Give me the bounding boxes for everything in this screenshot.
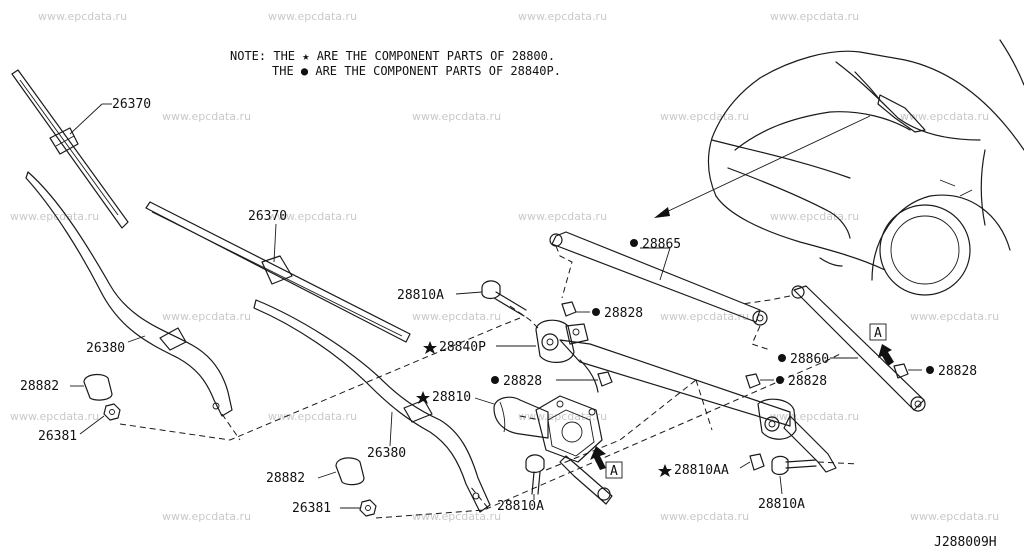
watermark-text: www.epcdata.ru	[770, 210, 859, 223]
watermark-text: www.epcdata.ru	[268, 210, 357, 223]
dot-marker	[491, 376, 499, 384]
link-rod-right	[791, 285, 926, 412]
label-28810a-top: 28810A	[397, 288, 444, 303]
cap-right	[317, 457, 365, 486]
label-28810: 28810	[432, 390, 471, 405]
dot-marker	[776, 376, 784, 384]
watermark-text: www.epcdata.ru	[910, 310, 999, 323]
view-ref-a-bottom	[590, 446, 623, 479]
label-28882-left: 28882	[20, 379, 59, 394]
label-28882-right: 28882	[266, 471, 305, 486]
bolt-top	[455, 280, 527, 317]
label-26370-right: 26370	[248, 209, 287, 224]
watermark-text: www.epcdata.ru	[518, 210, 607, 223]
label-26380-right: 26380	[367, 446, 406, 461]
watermark-text: www.epcdata.ru	[268, 410, 357, 423]
watermark-text: www.epcdata.ru	[518, 410, 607, 423]
star-marker	[658, 464, 672, 477]
watermark-layer: www.epcdata.ru www.epcdata.ru www.epcdat…	[10, 10, 999, 523]
vehicle-outline	[654, 39, 1024, 296]
watermark-text: www.epcdata.ru	[162, 510, 251, 523]
watermark-text: www.epcdata.ru	[660, 510, 749, 523]
label-28840p: 28840P	[439, 340, 486, 355]
cap-left	[70, 373, 113, 401]
wiper-blade-left	[11, 69, 129, 229]
label-26381-right: 26381	[292, 501, 331, 516]
label-28810a-right: 28810A	[758, 497, 805, 512]
nut-left	[79, 403, 121, 435]
label-28828-far-right: 28828	[938, 364, 977, 379]
watermark-text: www.epcdata.ru	[412, 310, 501, 323]
watermark-text: www.epcdata.ru	[268, 10, 357, 23]
dot-marker	[778, 354, 786, 362]
bolt-right	[771, 455, 817, 495]
wiper-motor	[474, 395, 613, 505]
watermark-text: www.epcdata.ru	[660, 310, 749, 323]
watermark-text: www.epcdata.ru	[38, 10, 127, 23]
label-28828-top: 28828	[604, 306, 643, 321]
bush-top	[561, 301, 590, 317]
label-28828-mid: 28828	[503, 374, 542, 389]
watermark-text: www.epcdata.ru	[162, 110, 251, 123]
note-line-2: THE ● ARE THE COMPONENT PARTS OF 28840P.	[272, 64, 561, 78]
dot-marker	[630, 239, 638, 247]
label-28810a-bottom: 28810A	[497, 499, 544, 514]
watermark-text: www.epcdata.ru	[910, 510, 999, 523]
star-marker	[416, 391, 430, 404]
wiper-arm-right	[253, 299, 491, 513]
bush-right-mid	[745, 373, 774, 389]
note-block: NOTE: THE ★ ARE THE COMPONENT PARTS OF 2…	[230, 49, 561, 78]
label-26380-left: 26380	[86, 341, 125, 356]
bolt-aa	[739, 453, 765, 471]
bush-far-right	[893, 363, 922, 379]
watermark-text: www.epcdata.ru	[10, 210, 99, 223]
label-28828-right-mid: 28828	[788, 374, 827, 389]
label-28810aa: 28810AA	[674, 463, 729, 478]
label-28865: 28865	[642, 237, 681, 252]
watermark-text: www.epcdata.ru	[900, 110, 989, 123]
note-line-1: NOTE: THE ★ ARE THE COMPONENT PARTS OF 2…	[230, 49, 555, 63]
wiper-blade-right	[145, 201, 411, 343]
watermark-text: www.epcdata.ru	[412, 510, 501, 523]
watermark-text: www.epcdata.ru	[660, 110, 749, 123]
bush-mid	[556, 371, 613, 387]
wiper-arm-left	[25, 171, 233, 417]
watermark-text: www.epcdata.ru	[412, 110, 501, 123]
label-26370-left: 26370	[112, 97, 151, 112]
label-26381-left: 26381	[38, 429, 77, 444]
watermark-text: www.epcdata.ru	[770, 410, 859, 423]
label-28860: 28860	[790, 352, 829, 367]
view-ref-a-right	[869, 323, 894, 366]
bolt-bottom	[525, 454, 545, 500]
dot-marker	[592, 308, 600, 316]
watermark-text: www.epcdata.ru	[162, 310, 251, 323]
nut-right	[340, 499, 377, 517]
watermark-text: www.epcdata.ru	[770, 10, 859, 23]
label-view-a-bottom: A	[610, 464, 618, 479]
dot-marker	[926, 366, 934, 374]
watermark-text: www.epcdata.ru	[10, 410, 99, 423]
drawing-code: J288009H	[934, 535, 997, 550]
watermark-text: www.epcdata.ru	[518, 10, 607, 23]
star-marker	[423, 341, 437, 354]
linkage-assembly	[496, 319, 837, 473]
label-view-a-right: A	[874, 326, 882, 341]
